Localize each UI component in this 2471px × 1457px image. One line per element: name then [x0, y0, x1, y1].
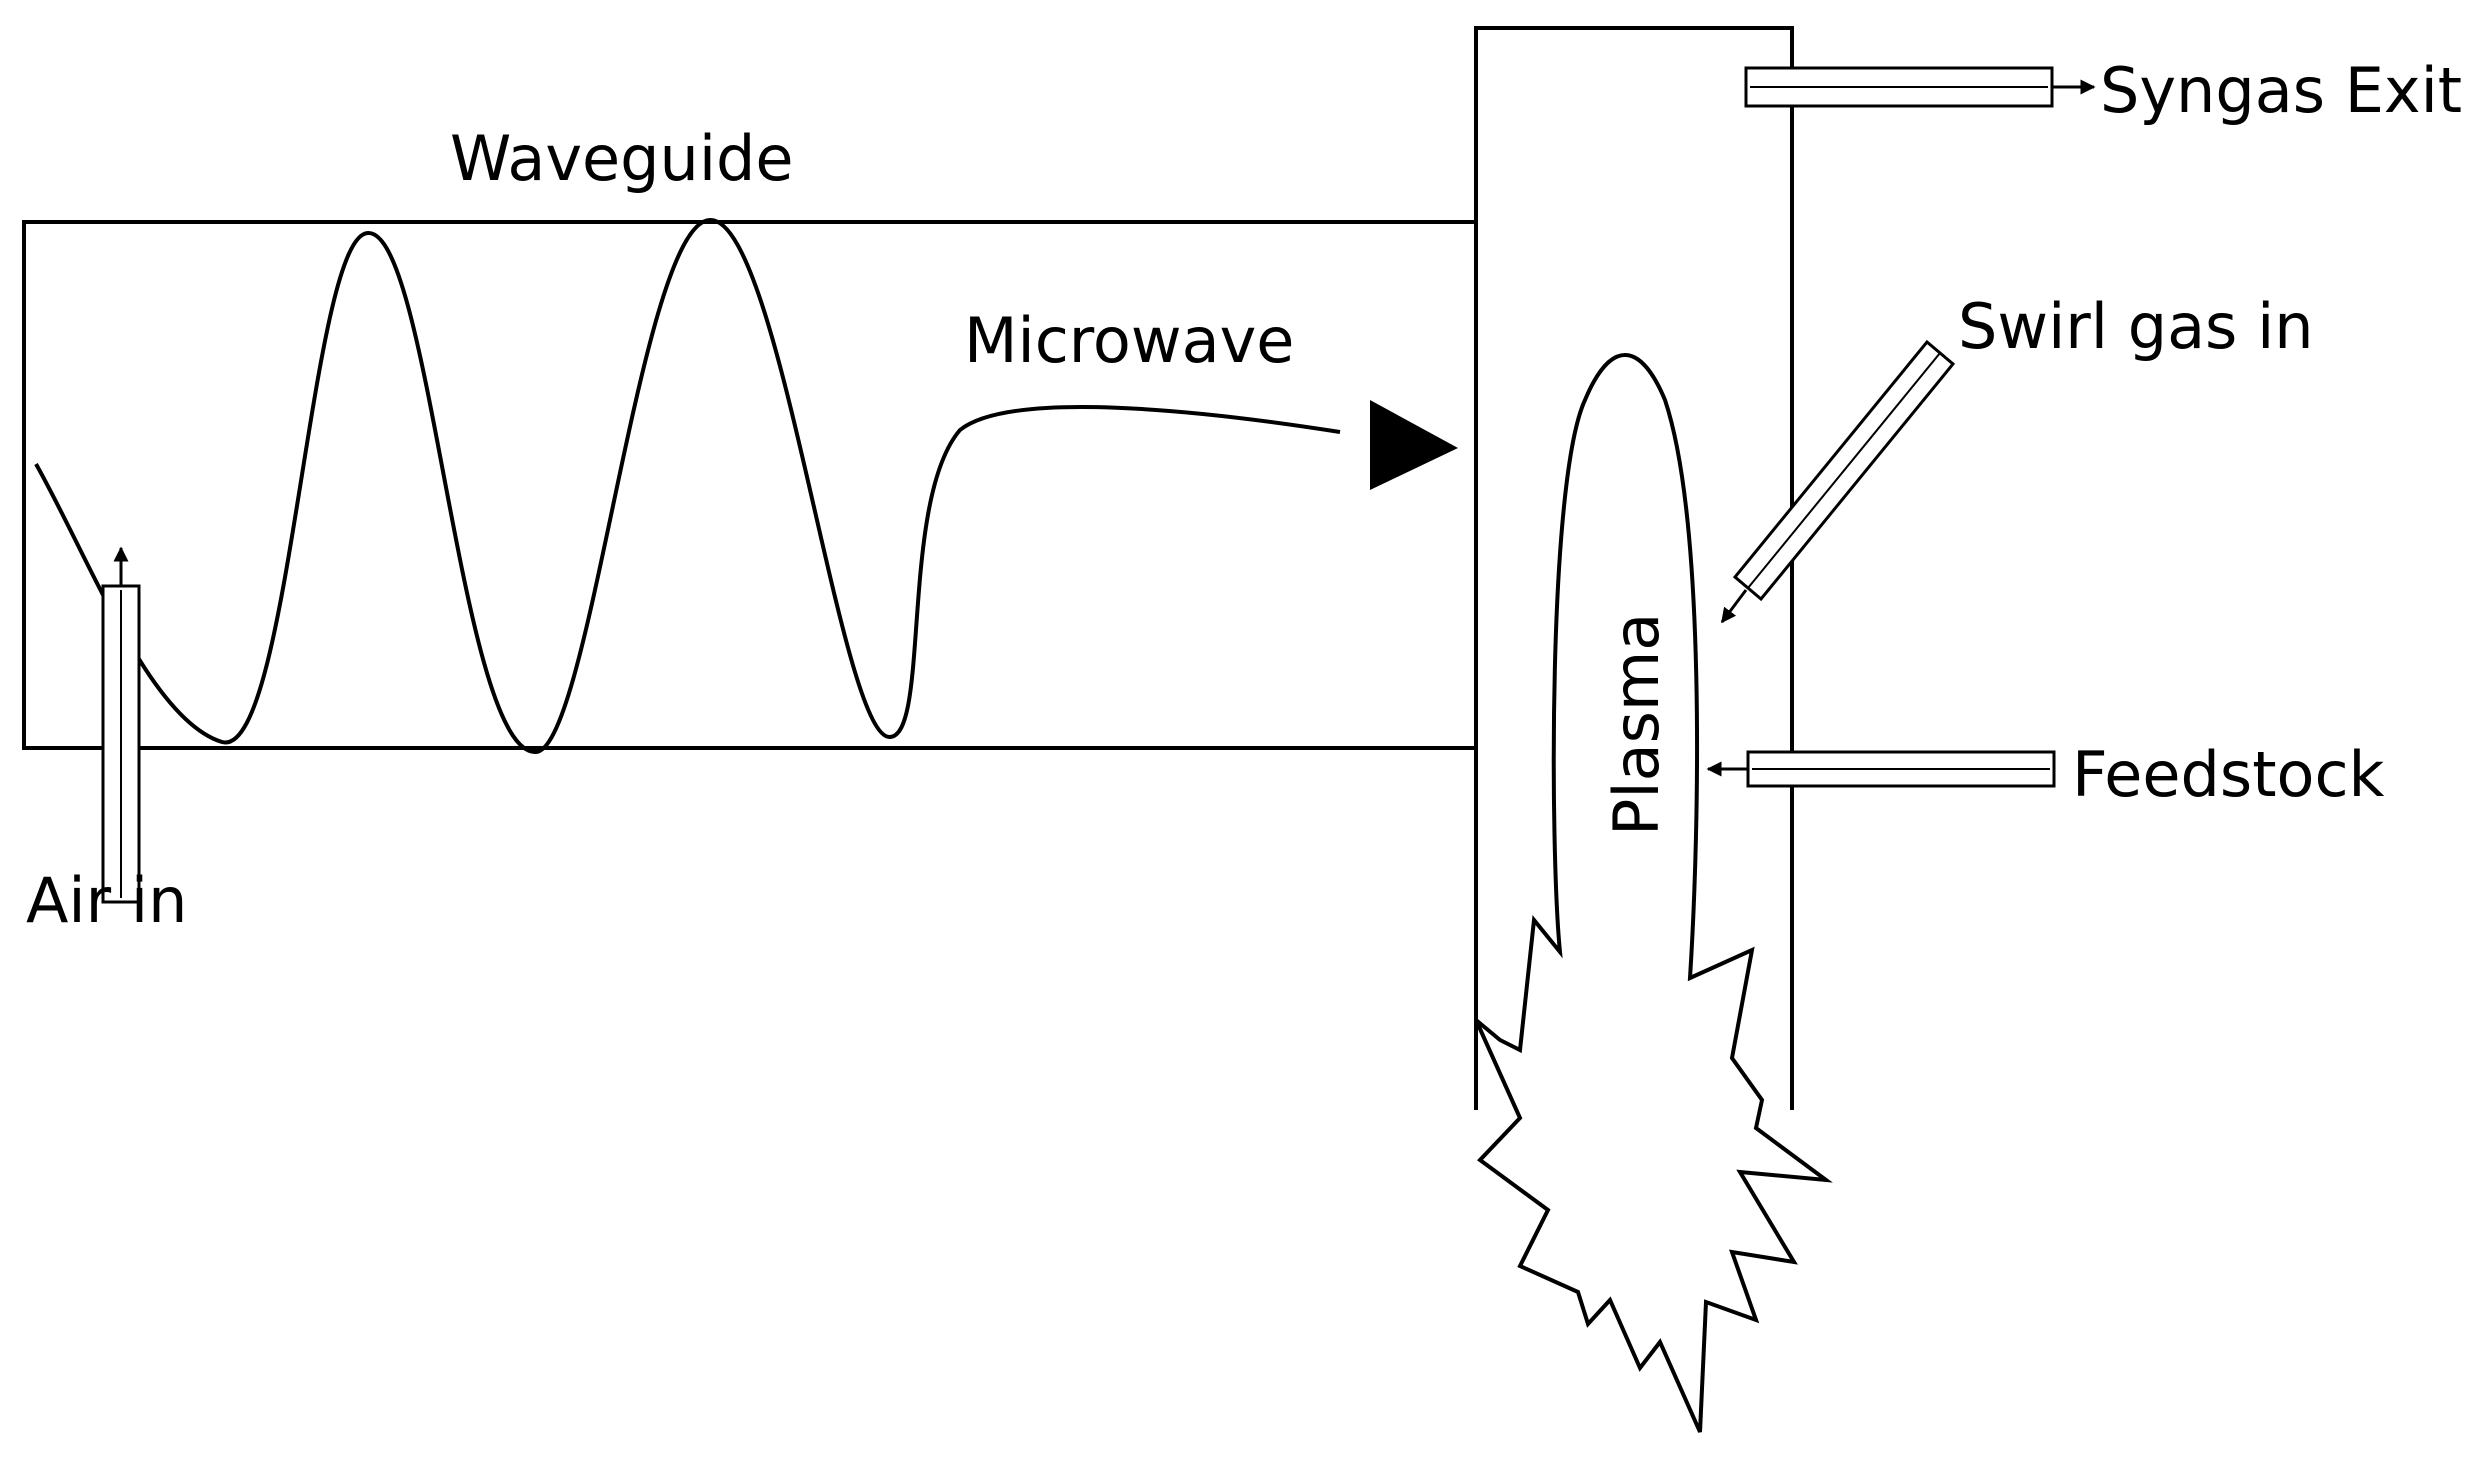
plasma-label: Plasma [1600, 613, 1673, 836]
swirl-gas-arrow [1720, 589, 1748, 624]
swirl-gas-in-label: Swirl gas in [1958, 290, 2314, 363]
air-in-label: Air in [26, 864, 187, 937]
swirl-gas-pipe [1732, 339, 1956, 602]
waveguide-label: Waveguide [450, 122, 794, 195]
syngas-exit-label: Syngas Exit [2100, 54, 2462, 127]
feedstock-label: Feedstock [2072, 738, 2385, 811]
plasma-flame [1474, 353, 1833, 1433]
reactor-column [1474, 26, 1794, 1110]
microwave-wave [34, 217, 1341, 755]
microwave-label: Microwave [964, 304, 1294, 377]
waveguide-box [22, 220, 1478, 750]
microwave-arrowhead [1370, 400, 1458, 490]
